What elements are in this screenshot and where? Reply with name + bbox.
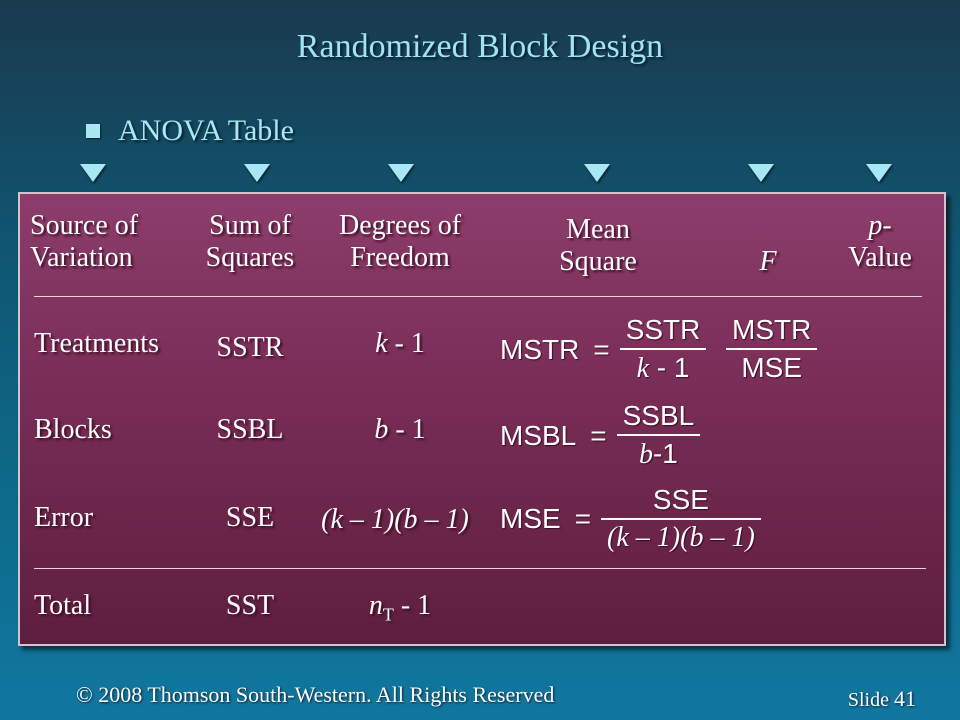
header-rule [34, 296, 922, 297]
slide-title: Randomized Block Design [296, 28, 664, 65]
slide-number: Slide 41 [847, 686, 916, 711]
row-df: nT - 1 [368, 590, 432, 625]
anova-table-panel [18, 192, 946, 646]
bullet-item: ANOVA Table [86, 114, 294, 148]
mse-formula: MSE= SSE(k – 1)(b – 1) [500, 484, 761, 554]
row-source: Treatments [34, 328, 159, 359]
bullet-square-icon [86, 124, 100, 138]
row-df: k - 1 [375, 328, 425, 359]
row-df: b - 1 [374, 414, 426, 445]
down-arrow-icon [748, 164, 774, 182]
copyright-footer: © 2008 Thomson South-Western. All Rights… [76, 682, 555, 707]
row-ss: SSBL [216, 414, 284, 445]
row-ss: SSE [225, 502, 275, 533]
bullet-text: ANOVA Table [118, 114, 294, 147]
header-p-value: p-Value [848, 210, 912, 273]
down-arrow-icon [244, 164, 270, 182]
row-source: Blocks [34, 414, 112, 445]
down-arrow-icon [866, 164, 892, 182]
total-rule [34, 568, 926, 569]
row-ss: SSTR [216, 332, 284, 363]
header-f: F [759, 246, 777, 277]
down-arrow-icon [80, 164, 106, 182]
row-df: (k – 1)(b – 1) [321, 504, 469, 535]
row-ss: SST [225, 590, 275, 621]
row-source: Total [34, 590, 92, 621]
down-arrow-icon [388, 164, 414, 182]
row-source: Error [34, 502, 94, 533]
down-arrow-icon [584, 164, 610, 182]
